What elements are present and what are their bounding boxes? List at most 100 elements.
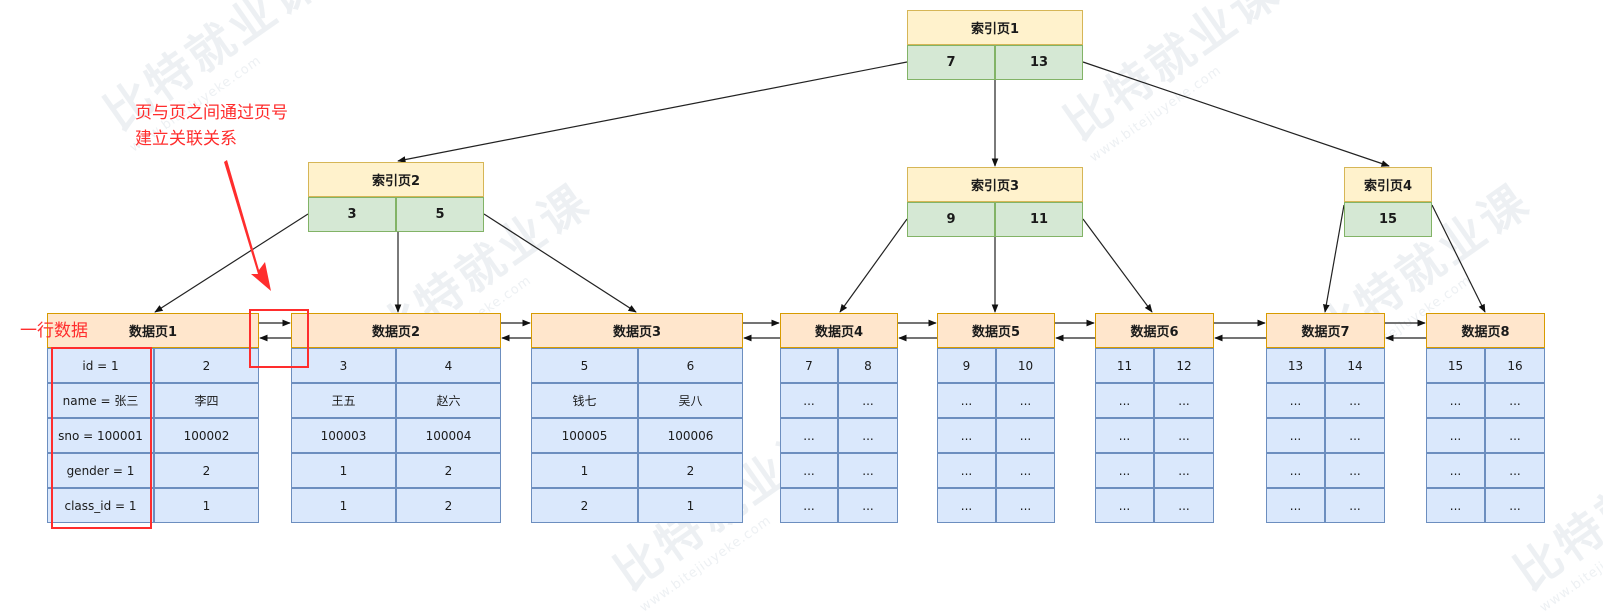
data-page-4-cell: ... [838,488,898,523]
data-page-7-cell: ... [1266,488,1325,523]
data-page-6-cell: ... [1154,488,1214,523]
data-page-2-cell: 100003 [291,418,396,453]
link-layer [154,61,1486,342]
data-page-1-cell: class_id = 1 [47,488,154,523]
index-page-3-key: 9 [907,202,995,237]
data-page-1-cell: name = 张三 [47,383,154,418]
data-page-2-cell: 2 [396,453,501,488]
data-page-1-header: 数据页1 [47,313,259,348]
edge-index1-index4 [1082,61,1390,167]
index-page-1-key: 13 [995,45,1083,80]
data-page-8-cell: ... [1426,453,1485,488]
edge-index4-data8 [1431,204,1486,313]
index-page-2-key: 3 [308,197,396,232]
data-page-5-cell: ... [937,453,996,488]
data-page-4-cell: 8 [838,348,898,383]
data-page-8-header: 数据页8 [1426,313,1545,348]
data-page-8-cell: ... [1426,488,1485,523]
index-page-4-header: 索引页4 [1344,167,1432,202]
edge-index2-data1 [154,213,309,313]
data-page-5-cell: 10 [996,348,1055,383]
data-page-8-cell: ... [1485,418,1545,453]
data-page-2-cell: 王五 [291,383,396,418]
data-page-2-cell: 1 [291,488,396,523]
index-page-3-header: 索引页3 [907,167,1083,202]
data-page-3-cell: 1 [531,453,638,488]
data-page-8-cell: 15 [1426,348,1485,383]
btree-diagram: 比特就业课www.bitejiuyeke.com比特就业课www.bitejiu… [20,0,1603,615]
data-page-2-cell: 2 [396,488,501,523]
data-page-7-cell: 14 [1325,348,1385,383]
data-page-1-cell: 100002 [154,418,259,453]
data-page-5-cell: ... [996,418,1055,453]
data-page-1-cell: id = 1 [47,348,154,383]
data-page-7-header: 数据页7 [1266,313,1385,348]
row-note: 一行数据 [20,321,88,341]
data-page-5-header: 数据页5 [937,313,1055,348]
data-page-1-cell: gender = 1 [47,453,154,488]
data-page-7-cell: ... [1325,418,1385,453]
data-page-1-cell: sno = 100001 [47,418,154,453]
data-page-2-cell: 4 [396,348,501,383]
index-page-1-key: 7 [907,45,995,80]
data-page-8-cell: ... [1426,418,1485,453]
data-page-4-cell: 7 [780,348,838,383]
data-page-3-cell: 2 [531,488,638,523]
data-page-2-cell: 1 [291,453,396,488]
data-page-4-cell: ... [838,418,898,453]
data-page-2-cell: 100004 [396,418,501,453]
data-page-6-cell: ... [1154,418,1214,453]
data-page-8-cell: ... [1485,453,1545,488]
edge-index4-data7 [1323,204,1345,313]
page-link-note-line1: 页与页之间通过页号 [135,103,288,123]
data-page-2-header: 数据页2 [291,313,501,348]
data-page-6-cell: ... [1095,418,1154,453]
edge-index1-index2 [397,61,908,163]
data-page-4-cell: ... [838,383,898,418]
page-link-note-line2: 建立关联关系 [135,129,237,149]
index-page-2-header: 索引页2 [308,162,484,197]
edge-index3-data6 [1082,218,1153,313]
annotation-pointer-arrow [224,160,271,291]
index-page-4-key: 15 [1344,202,1432,237]
data-page-3-cell: 6 [638,348,743,383]
data-page-1-cell: 2 [154,348,259,383]
page-link-highlight-box [249,309,309,368]
data-page-6-cell: 11 [1095,348,1154,383]
edge-index2-data3 [483,213,637,313]
edge-index3-data4 [839,218,908,313]
data-page-5-cell: ... [937,418,996,453]
data-page-3-cell: 钱七 [531,383,638,418]
data-page-7-cell: ... [1266,418,1325,453]
data-page-5-cell: ... [937,488,996,523]
data-page-4-cell: ... [780,453,838,488]
index-page-3-key: 11 [995,202,1083,237]
data-page-4-header: 数据页4 [780,313,898,348]
data-page-4-cell: ... [780,418,838,453]
index-page-2-key: 5 [396,197,484,232]
data-page-7-cell: ... [1266,383,1325,418]
data-page-6-cell: ... [1154,383,1214,418]
data-page-6-cell: 12 [1154,348,1214,383]
data-page-1-cell: 李四 [154,383,259,418]
data-page-3-header: 数据页3 [531,313,743,348]
row-highlight-box [51,347,152,529]
data-page-1-cell: 1 [154,488,259,523]
data-page-3-cell: 100006 [638,418,743,453]
data-page-5-cell: ... [937,383,996,418]
data-page-4-cell: ... [780,488,838,523]
index-page-1-header: 索引页1 [907,10,1083,45]
data-page-6-header: 数据页6 [1095,313,1214,348]
data-page-3-cell: 100005 [531,418,638,453]
data-page-2-cell: 赵六 [396,383,501,418]
data-page-8-cell: 16 [1485,348,1545,383]
data-page-7-cell: ... [1325,488,1385,523]
data-page-5-cell: ... [996,488,1055,523]
page-link-note: 页与页之间通过页号建立关联关系 [135,100,288,152]
data-page-8-cell: ... [1485,488,1545,523]
data-page-4-cell: ... [780,383,838,418]
data-page-6-cell: ... [1154,453,1214,488]
data-page-4-cell: ... [838,453,898,488]
data-page-7-cell: ... [1325,453,1385,488]
data-page-6-cell: ... [1095,488,1154,523]
